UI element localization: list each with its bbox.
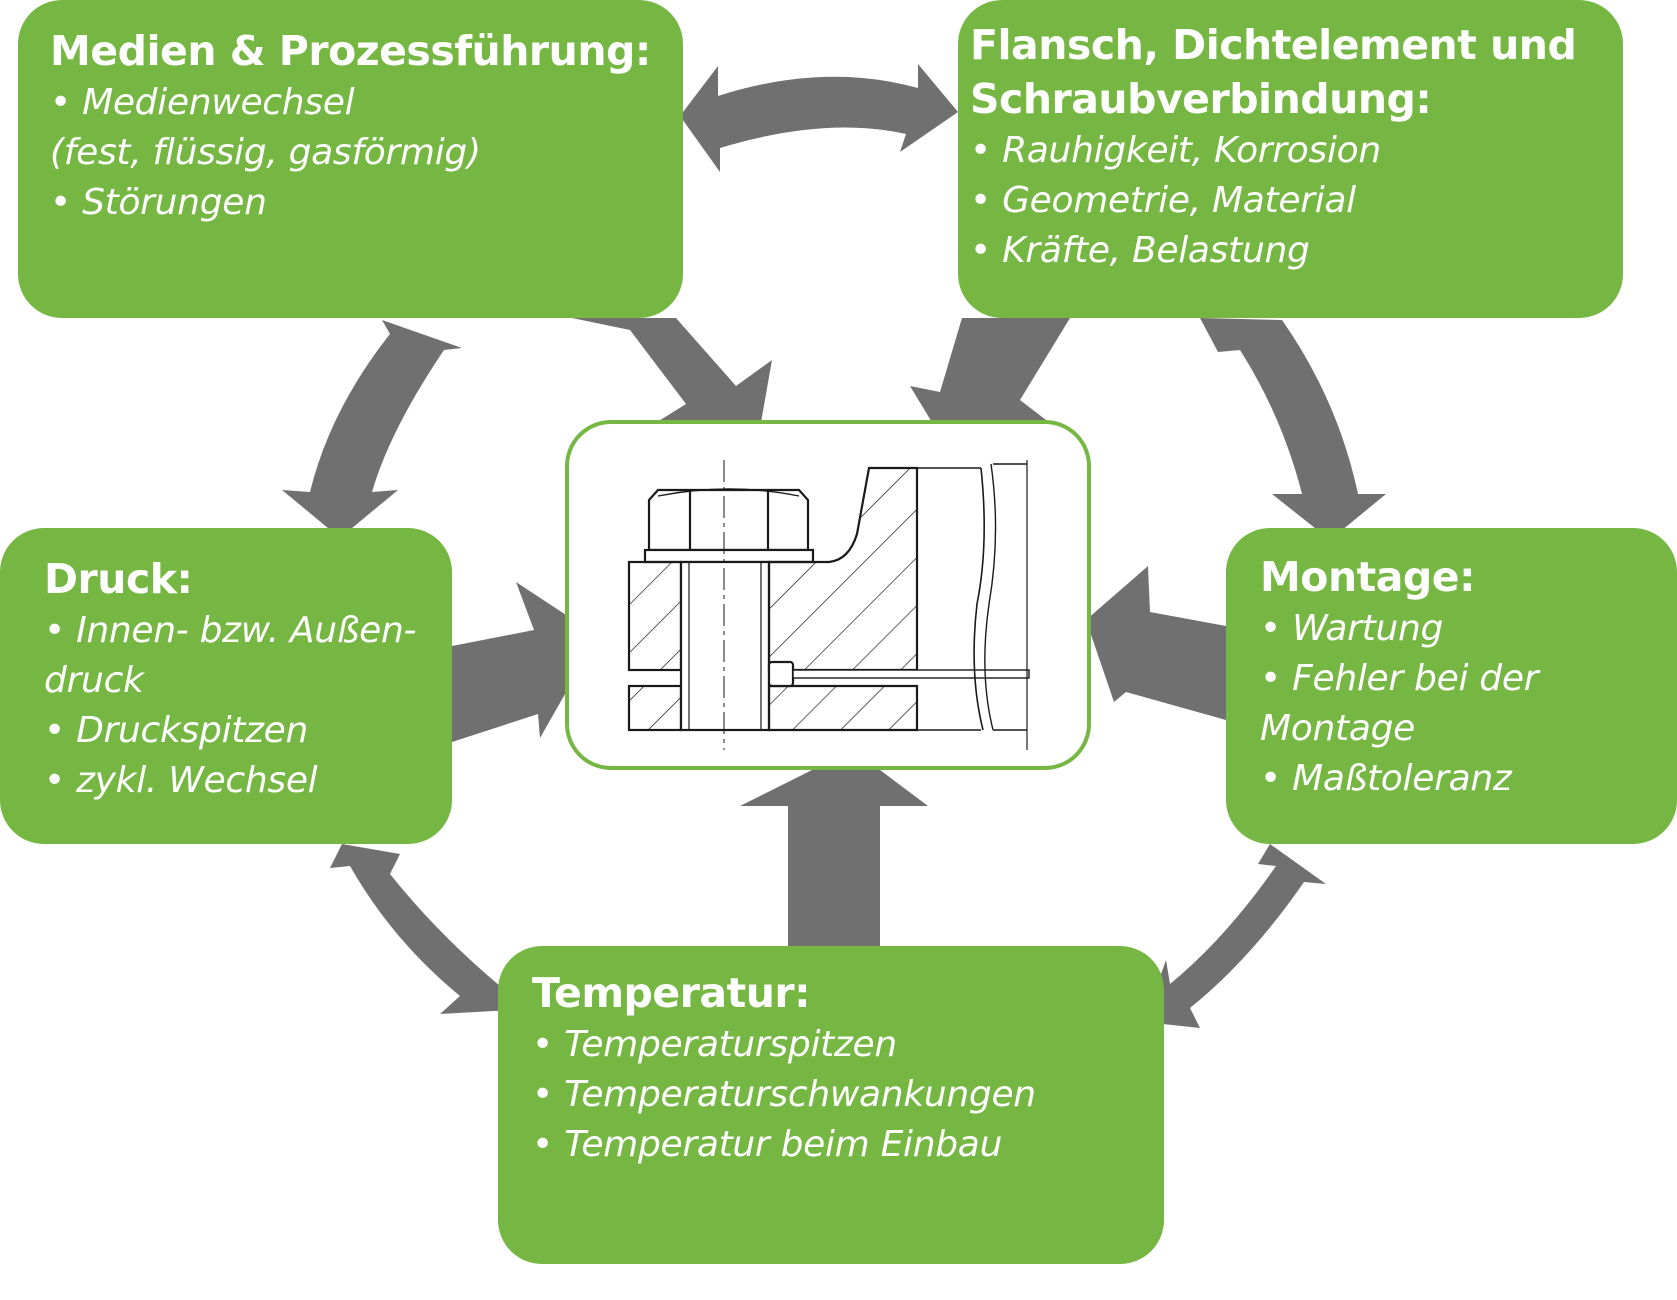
arc-arrow-medien-druck: [282, 320, 462, 538]
list-item: druck: [44, 660, 144, 701]
box-title: Temperatur:: [532, 969, 811, 1017]
box-flansch-dichtelement: Flansch, Dichtelement und Schraubverbind…: [958, 0, 1623, 318]
list-item: • zykl. Wechsel: [44, 760, 318, 801]
arc-arrow-flansch-montage: [1200, 318, 1386, 540]
list-item: • Medienwechsel: [50, 82, 355, 123]
center-drawing-frame: [565, 420, 1091, 770]
list-item: • Druckspitzen: [44, 710, 309, 751]
list-item: • Geometrie, Material: [970, 180, 1356, 221]
list-item: (fest, flüssig, gasförmig): [50, 132, 481, 173]
list-item: • Innen- bzw. Außen-: [44, 610, 417, 651]
box-montage: Montage: • Wartung • Fehler bei der Mont…: [1226, 528, 1677, 844]
radial-arrow-flansch: [910, 318, 1070, 452]
box-title: Medien & Prozessführung:: [50, 27, 651, 75]
arc-arrow-medien-flansch: [680, 64, 958, 172]
list-item: • Wartung: [1260, 608, 1444, 649]
box-title-line-1: Flansch, Dichtelement und: [970, 21, 1577, 69]
list-item: • Rauhigkeit, Korrosion: [970, 130, 1381, 171]
box-medien-prozessfuehrung: Medien & Prozessführung: • Medienwechsel…: [18, 0, 683, 318]
box-title: Montage:: [1260, 553, 1475, 601]
list-item: • Temperaturschwankungen: [532, 1074, 1036, 1115]
radial-arrow-montage: [1086, 566, 1226, 720]
box-druck: Druck: • Innen- bzw. Außen- druck • Druc…: [0, 528, 452, 844]
flange-bolt-gasket-drawing-icon: [627, 460, 1030, 750]
list-item: • Kräfte, Belastung: [970, 230, 1310, 271]
arc-arrow-druck-temperatur: [330, 844, 512, 1014]
box-title-line-2: Schraubverbindung:: [970, 75, 1432, 123]
list-item: • Temperatur beim Einbau: [532, 1124, 1003, 1165]
list-item: • Fehler bei der: [1260, 658, 1539, 699]
box-title: Druck:: [44, 555, 193, 603]
radial-arrow-temperatur: [740, 770, 928, 946]
list-item: • Störungen: [50, 182, 267, 223]
arc-arrow-montage-temperatur: [1144, 844, 1326, 1028]
list-item: Montage: [1260, 708, 1415, 749]
list-item: • Temperaturspitzen: [532, 1024, 897, 1065]
radial-arrow-druck: [452, 582, 598, 742]
list-item: • Maßtoleranz: [1260, 758, 1512, 799]
box-temperatur: Temperatur: • Temperaturspitzen • Temper…: [498, 946, 1164, 1264]
